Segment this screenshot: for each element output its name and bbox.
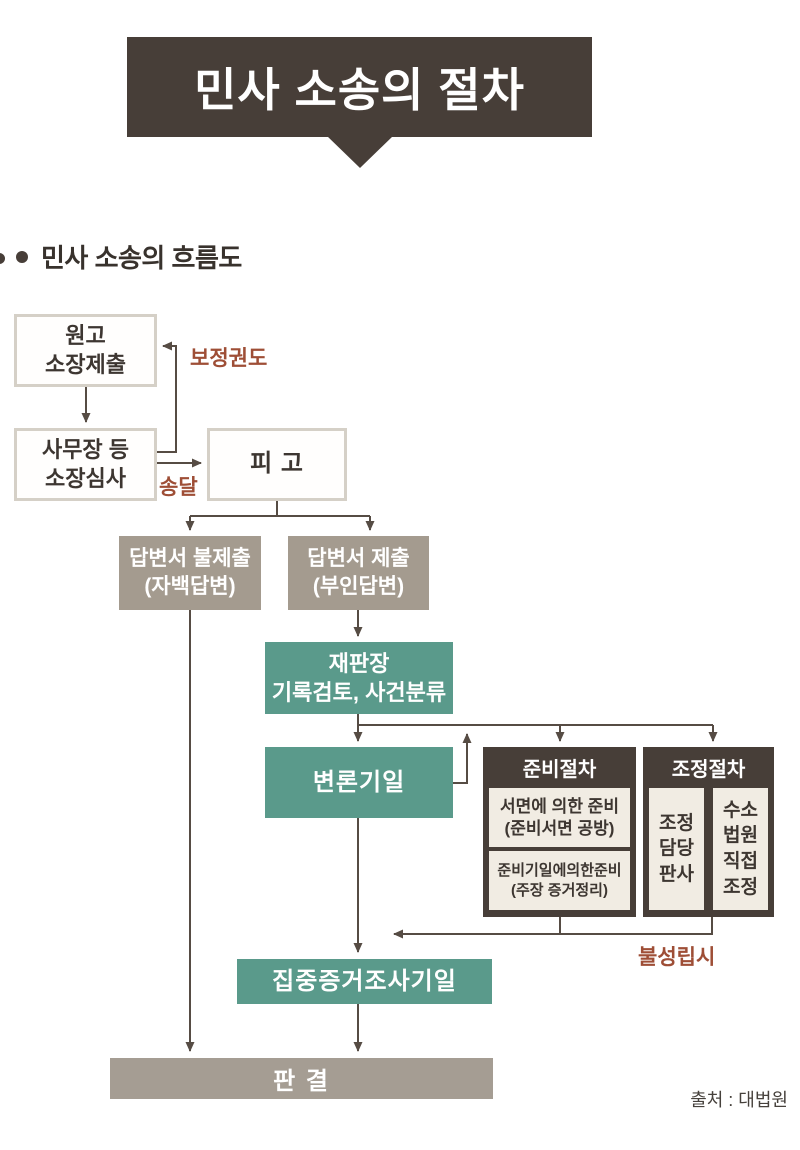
node-text: 집중증거조사기일 [272, 967, 457, 995]
node-text: 소장심사 [45, 465, 126, 491]
edge-label-mediation-failure: 불성립시 [638, 946, 716, 969]
node-text: 서면에 의한 준비 [500, 797, 619, 817]
group-body: 조정 담당 판사 수소 법원 직접 조정 [643, 788, 774, 917]
node-presiding-judge: 재판장 기록검토, 사건분류 [265, 642, 453, 714]
node-defendant: 피 고 [207, 428, 347, 501]
node-text: 준비기일에의한준비 [497, 862, 622, 879]
subnode-hearing-preparation: 준비기일에의한준비 (주장 증거정리) [489, 851, 630, 910]
node-text: (주장 증거정리) [511, 881, 608, 899]
node-pleading-date: 변론기일 [265, 747, 453, 818]
node-text: 사무장 등 [41, 437, 130, 463]
section-heading: 민사 소송의 흐름도 [16, 238, 242, 275]
edge-bullet-partial-icon [0, 253, 5, 264]
node-text: 판 결 [273, 1068, 330, 1095]
page-title: 민사 소송의 절차 [194, 64, 525, 116]
title-banner: 민사 소송의 절차 [127, 37, 592, 137]
group-mediation-procedure: 조정절차 조정 담당 판사 수소 법원 직접 조정 [643, 747, 774, 917]
node-evidence-examination: 집중증거조사기일 [237, 959, 492, 1004]
node-text: 답변서 불제출 [129, 547, 251, 571]
source-credit: 출처 : 대법원 [690, 1090, 788, 1110]
node-text: 소장제출 [45, 351, 126, 377]
node-text: 원고 [65, 323, 106, 349]
edge-label-correction: 보정권도 [190, 347, 268, 370]
node-text: (준비서면 공방) [504, 818, 615, 838]
node-text: 조정 [723, 876, 758, 898]
node-no-answer: 답변서 불제출 (자백답변) [119, 536, 261, 610]
bullet-icon [16, 250, 28, 263]
node-text: 직접 [723, 851, 758, 872]
section-heading-label: 민사 소송의 흐름도 [41, 243, 242, 273]
group-preparation-procedure: 준비절차 서면에 의한 준비 (준비서면 공방) 준비기일에의한준비 (주장 증… [483, 747, 636, 917]
node-text: 법원 [723, 825, 758, 847]
subnode-written-preparation: 서면에 의한 준비 (준비서면 공방) [489, 788, 630, 847]
subnode-court-direct-mediation: 수소 법원 직접 조정 [713, 788, 768, 910]
node-answer-filed: 답변서 제출 (부인답변) [288, 536, 429, 610]
node-text: 담당 [659, 838, 694, 860]
node-text: 재판장 [328, 650, 390, 676]
node-text: 변론기일 [312, 768, 406, 796]
node-text: 답변서 제출 [307, 547, 410, 571]
group-body: 서면에 의한 준비 (준비서면 공방) 준비기일에의한준비 (주장 증거정리) [483, 788, 636, 917]
group-header: 준비절차 [522, 759, 597, 781]
node-text: 기록검토, 사건분류 [271, 680, 447, 705]
node-text: 피 고 [250, 450, 304, 478]
banner-pointer-icon [327, 136, 393, 168]
group-header: 조정절차 [671, 759, 746, 781]
node-text: 수소 [723, 799, 758, 821]
node-text: 판사 [659, 863, 694, 885]
node-clerk-review: 사무장 등 소장심사 [14, 428, 157, 501]
subnode-mediation-judge: 조정 담당 판사 [649, 788, 704, 910]
node-text: (자백답변) [144, 575, 236, 598]
node-plaintiff-complaint: 원고 소장제출 [14, 314, 157, 387]
node-text: 조정 [659, 812, 694, 834]
node-verdict: 판 결 [110, 1058, 493, 1099]
node-text: (부인답변) [312, 575, 405, 598]
edge-label-service: 송달 [159, 476, 198, 499]
